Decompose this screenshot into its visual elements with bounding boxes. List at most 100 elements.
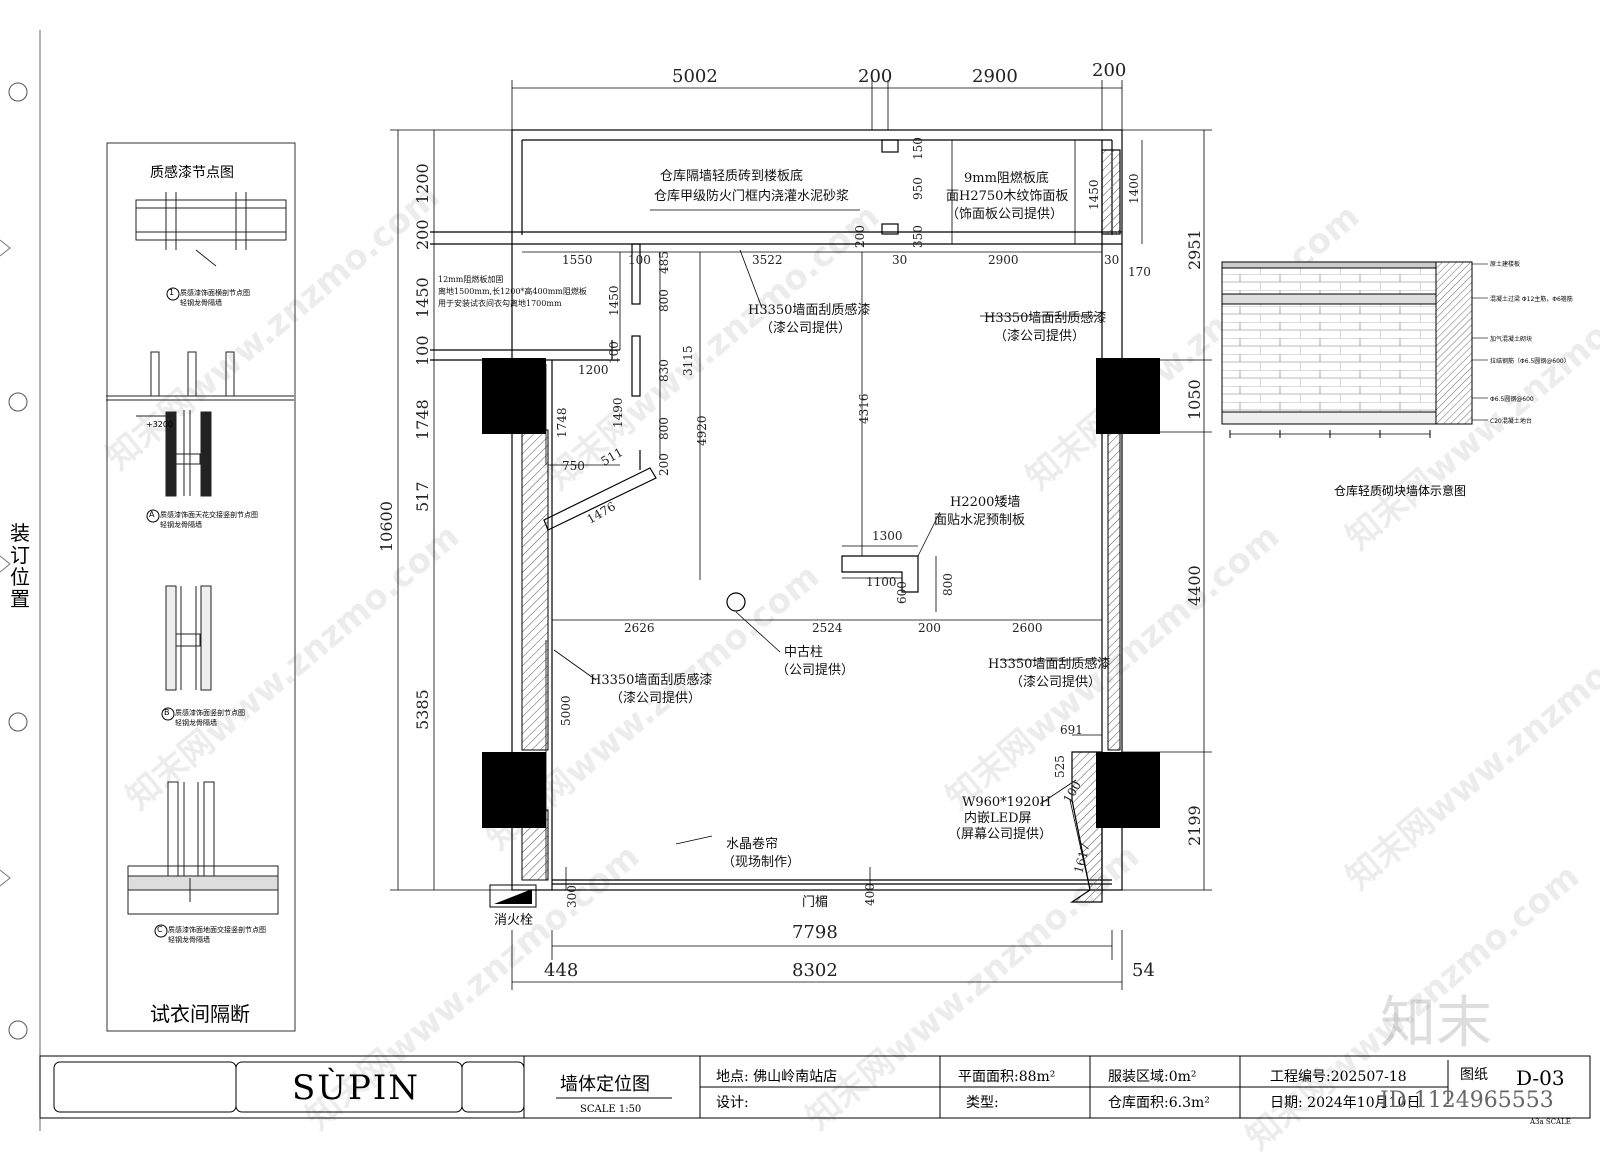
dim-row1-5: 30 [892,253,907,267]
section-label-3: 拉结钢筋（Φ6.5圆钢@600） [1490,358,1570,365]
node-a-mark: A [149,510,155,519]
note-paint-d1: H3350墙面刮质感漆 [988,656,1110,672]
dim-bottom-left: 448 [544,960,578,981]
dim-right-2: 4400 [1185,565,1204,606]
tb-design: 设计: [716,1095,749,1111]
dim-top-3: 200 [1092,60,1126,81]
note-board-3: （饰面板公司提供） [946,206,1063,222]
dim-fit-8: 800 [657,417,671,440]
dim-low-1: 1100 [866,575,897,589]
tb-sheet-no: D-03 [1516,1066,1565,1090]
dim-low-0: 1300 [872,529,903,543]
dim-350: 350 [911,225,925,248]
note-board-2: 面H2750木纹饰面板 [946,189,1068,204]
dim-row1-0: 1550 [562,253,593,267]
dim-fit-9: 4920 [695,415,709,446]
note-low-2: 面贴水泥预制板 [934,513,1025,528]
dim-row2-1: 2524 [812,621,843,635]
note-low-1: H2200矮墙 [950,495,1020,510]
block-wall-section [1221,261,1488,438]
dim-4316: 4316 [857,393,871,424]
dim-low-3: 800 [941,573,955,596]
dim-fit-0: 1450 [607,285,621,316]
note-led-2: 内嵌LED屏 [964,810,1032,826]
node-b-mark: B [164,708,170,717]
tb-location: 地点: 佛山岭南站店 [716,1069,838,1085]
dim-fit-7: 1490 [611,397,625,428]
watermark-brand: 知末 [1380,991,1492,1056]
drawing-title: 墙体定位图 [560,1074,650,1095]
note-curtain-2: （现场制作） [722,855,800,870]
node-c-mark: C [157,925,163,934]
dim-right-0: 2951 [1185,229,1204,270]
dim-row2-0: 2626 [624,621,655,635]
note-board-1: 9mm阻燃板底 [964,170,1049,186]
dim-right-3: 2199 [1185,805,1204,846]
note-fire-3: 用于安装试衣间衣勾离地1700mm [438,298,562,308]
tb-id-tag: ID:1124965553 [1380,1088,1554,1113]
dim-left-2: 1450 [413,277,432,318]
binding-label: 装订位置 [10,521,30,611]
note-lintel: 门楣 [802,895,828,910]
floor-plan [390,80,1212,990]
note-fire-1: 12mm阻燃板加固 [438,274,503,284]
dim-left-0: 1200 [413,163,432,204]
note-paint-b1: H3350墙面刮质感漆 [984,310,1106,326]
dim-right-small-0: 1450 [1087,179,1101,210]
tb-clothing-area: 服装区域:0m² [1108,1069,1197,1085]
note-paint-c1: H3350墙面刮质感漆 [590,672,712,688]
dim-top-0: 5002 [672,66,718,87]
dim-fit-3: 1200 [578,363,609,377]
node-b-caption-2: 轻钢龙骨隔墙 [175,719,217,727]
node-1-mark: 1 [169,288,175,297]
tb-warehouse-area: 仓库面积:6.3m² [1108,1095,1210,1111]
dim-left-total: 10600 [377,501,396,552]
note-warehouse-2: 仓库甲级防火门框内浇灌水泥砂浆 [654,188,849,204]
section-label-0: 原土建楼板 [1490,261,1521,268]
note-column-1: 中古柱 [784,645,823,660]
note-paint-a1: H3350墙面刮质感漆 [748,302,870,318]
structural-column [482,358,546,434]
node-c-drawing [127,781,279,915]
node-a-drawing [106,351,294,497]
brand-logo: SÙPIN [292,1068,421,1108]
dim-950: 950 [911,177,925,200]
tb-date: 日期: 2024年10月10日 [1270,1095,1421,1111]
section-title: 仓库轻质砌块墙体示意图 [1334,484,1467,498]
node-1-caption-2: 轻钢龙骨隔墙 [180,299,222,307]
dim-5000: 5000 [559,695,573,726]
note-curtain-1: 水晶卷帘 [726,836,778,852]
node-a-caption-2: 轻钢龙骨隔墙 [160,521,202,529]
node-1-caption: 质感漆饰面横剖节点图 [180,289,250,297]
dim-low-2: 600 [895,581,909,604]
structural-column [1096,358,1160,434]
title-block-frame [39,1055,1591,1119]
tb-sheet-label: 图纸 [1460,1067,1488,1083]
detail-panel-title: 质感漆节点图 [150,165,234,181]
detail-panel-bottom-label: 试衣间隔断 [150,1002,250,1026]
dim-row1-7: 30 [1104,253,1119,267]
node-b-caption: 质感漆饰面竖剖节点图 [175,709,245,717]
dim-fit-11: 750 [562,459,585,473]
dim-fit-6: 1748 [555,407,569,438]
dim-row2-3: 2600 [1012,621,1043,635]
dim-led-0: 691 [1060,723,1083,737]
dim-left-6: 5385 [413,689,432,730]
dim-row1-2: 485 [657,251,671,274]
dim-150: 150 [911,137,925,160]
tb-project-no: 工程编号:202507-18 [1270,1069,1407,1085]
note-hydrant: 消火栓 [494,913,533,928]
dim-fit-10: 200 [657,453,671,476]
dim-row1-3: 3522 [752,253,783,267]
dim-fit-5: 3115 [681,345,695,376]
dim-bottom-300: 300 [565,885,579,908]
binding-strip [0,30,41,1131]
note-paint-c2: （漆公司提供） [610,690,701,706]
note-fire-2: 离地1500mm,长1200*高400mm阻燃板 [438,286,587,296]
section-label-4: Φ6.5圆钢@600 [1490,396,1534,403]
structural-column [1096,752,1160,828]
dim-top-1: 200 [858,66,892,87]
dim-top-2: 2900 [972,66,1018,87]
note-paint-d2: （漆公司提供） [1010,674,1101,690]
dim-row1-1: 100 [628,253,651,267]
